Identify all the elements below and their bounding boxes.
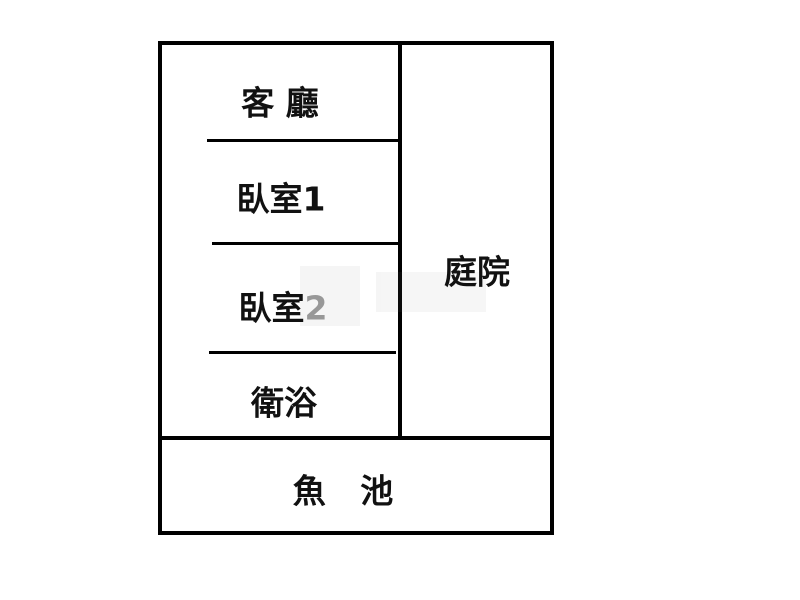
bathroom-label: 衛浴 [251, 383, 317, 423]
outer-wall-right [550, 41, 554, 535]
bedroom2-label-number: 2 [304, 288, 328, 328]
bedroom2-bathroom-divider [209, 351, 396, 354]
bedroom1-bedroom2-divider [212, 242, 400, 245]
living-room-label: 客 廳 [241, 83, 319, 123]
courtyard-label: 庭院 [444, 252, 510, 292]
bedroom2-label-prefix: 臥室 [238, 288, 305, 328]
courtyard-divider-wall [398, 41, 402, 439]
outer-wall-left [158, 41, 162, 535]
bedroom1-label: 臥室1 [236, 179, 326, 219]
outer-wall-top [158, 41, 554, 45]
living-bedroom1-divider [207, 139, 400, 142]
bedroom2-label: 臥室2 [239, 292, 328, 325]
watermark [296, 262, 496, 332]
fish-pond-label: 魚 池 [292, 471, 394, 511]
fish-pond-divider-wall [158, 436, 554, 440]
outer-wall-bottom [158, 531, 554, 535]
